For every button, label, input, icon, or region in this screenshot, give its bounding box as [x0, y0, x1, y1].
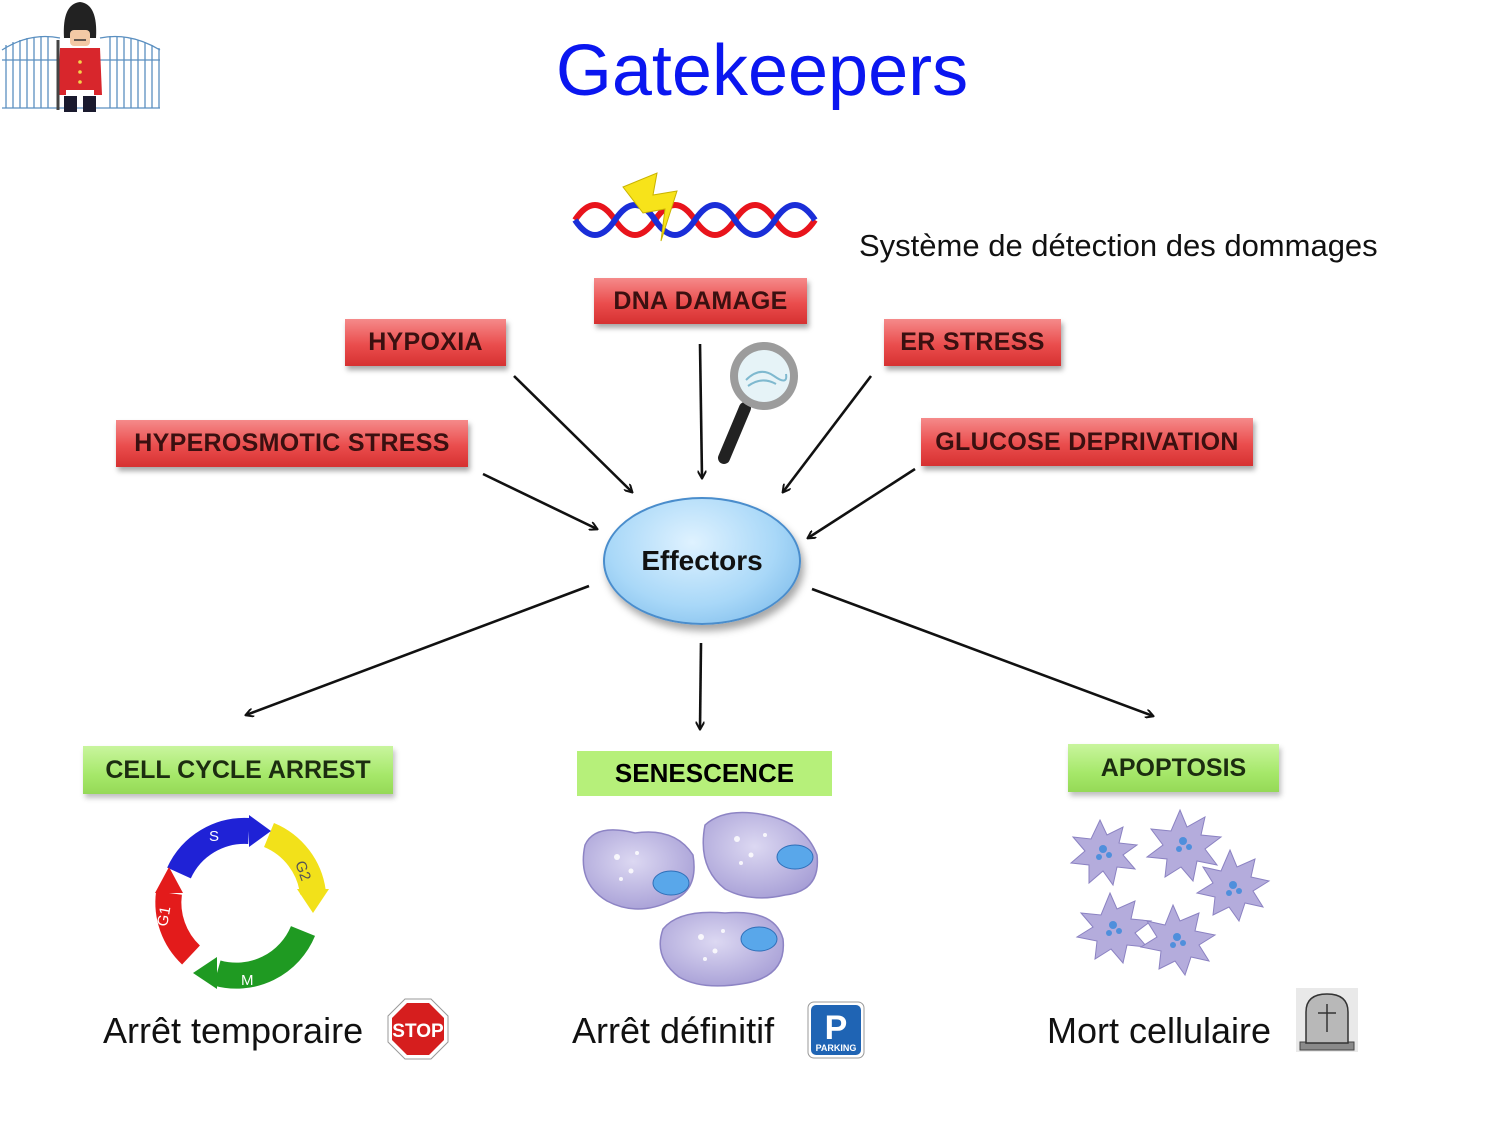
temporary-arrest-caption: Arrêt temporaire — [103, 1010, 364, 1051]
arrow-hyperosmotic — [482, 472, 597, 529]
stop-sign-text: STOP — [392, 1021, 444, 1042]
senescent-cells-icon — [582, 811, 819, 987]
glucose-deprivation-box: GLUCOSE DEPRIVATION — [921, 418, 1253, 466]
hyperosmotic-stress-box: HYPEROSMOTIC STRESS — [116, 420, 468, 467]
arrow-to-cell-cycle — [246, 584, 590, 715]
phase-g2-label: G2 — [291, 859, 314, 884]
er-stress-box: ER STRESS — [884, 319, 1061, 366]
apoptosis-box: APOPTOSIS — [1068, 744, 1279, 792]
arrow-er — [783, 375, 873, 492]
phase-m-label: M — [241, 972, 254, 989]
parking-word: PARKING — [816, 1043, 857, 1053]
effectors-node: Effectors — [603, 497, 801, 625]
hypoxia-box: HYPOXIA — [345, 319, 506, 366]
phase-s-label: S — [209, 828, 219, 845]
cell-death-caption: Mort cellulaire — [1047, 1010, 1272, 1051]
magnifying-glass-icon — [718, 342, 798, 464]
page-title: Gatekeepers — [555, 31, 969, 111]
phase-g1-label: G1 — [154, 905, 174, 928]
senescence-box: SENESCENCE — [577, 751, 832, 796]
apoptotic-cells-icon — [1069, 808, 1271, 977]
parking-sign-icon: P PARKING — [807, 1001, 865, 1059]
cell-cycle-arrest-box: CELL CYCLE ARREST — [83, 746, 393, 794]
tombstone-icon — [1296, 988, 1358, 1052]
parking-letter: P — [825, 1009, 848, 1047]
arrow-glucose — [808, 467, 916, 538]
arrow-hypoxia — [513, 375, 632, 492]
arrow-to-senescence — [700, 642, 701, 729]
guard-gate-logo — [1, 2, 161, 112]
arrow-to-apoptosis — [811, 587, 1153, 716]
definitive-arrest-caption: Arrêt définitif — [572, 1010, 775, 1051]
detection-caption: Système de détection des dommages — [859, 228, 1378, 263]
stop-sign-icon: STOP — [387, 998, 449, 1060]
dna-helix-icon — [572, 172, 818, 242]
dna-damage-box: DNA DAMAGE — [594, 278, 807, 324]
arrow-dna — [700, 343, 702, 478]
cell-cycle-wheel-icon: G1 S G2 M — [154, 815, 329, 989]
